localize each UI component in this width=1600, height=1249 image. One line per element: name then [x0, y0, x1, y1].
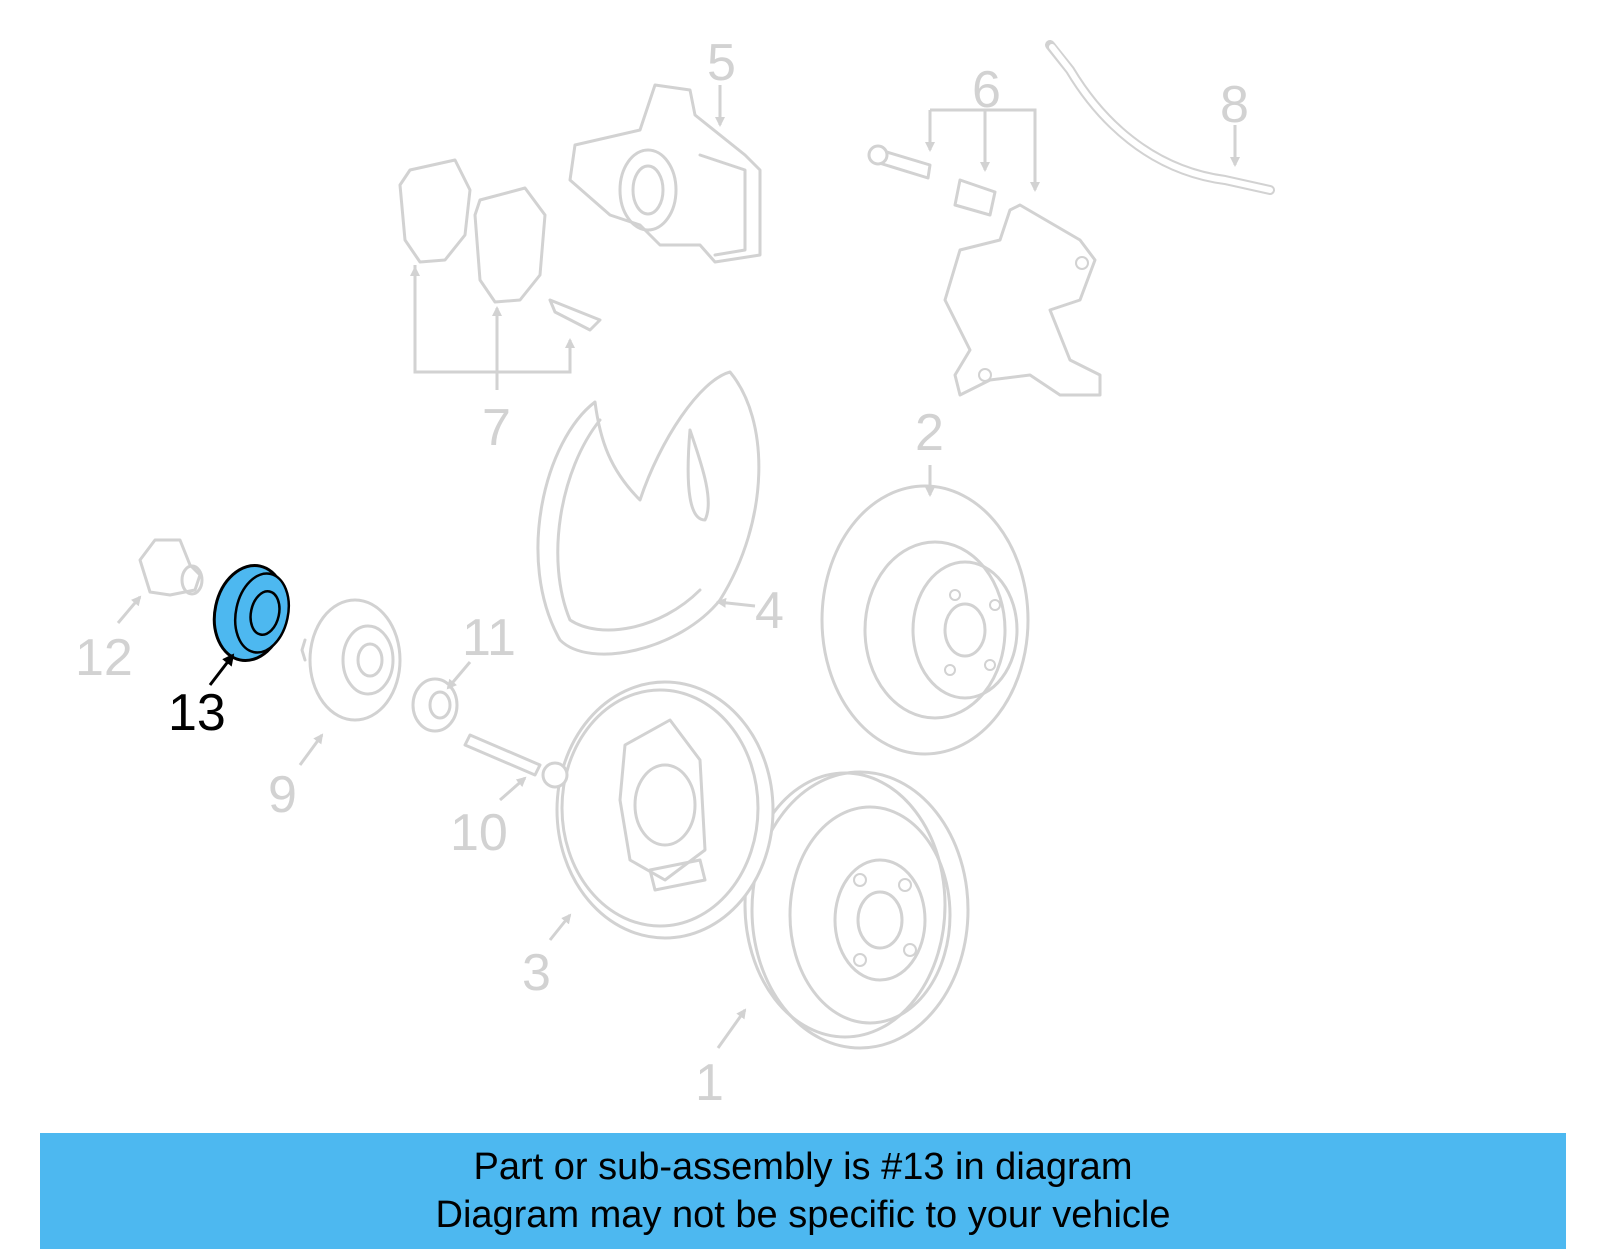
- label-13: 13: [168, 684, 226, 742]
- label-2: 2: [915, 404, 944, 462]
- part-11-hub-nut[interactable]: [411, 677, 459, 733]
- part-1-brake-drum[interactable]: [743, 770, 970, 1050]
- label-3: 3: [522, 944, 551, 1002]
- part-12-dust-cap[interactable]: [138, 538, 204, 597]
- part-9-wheel-hub[interactable]: [300, 598, 402, 722]
- part-5-caliper[interactable]: [568, 83, 762, 264]
- info-banner: Part or sub-assembly is #13 in diagram D…: [40, 1133, 1566, 1249]
- part-3-backing-plate[interactable]: [555, 680, 775, 940]
- label-4: 4: [755, 582, 784, 640]
- part-2-brake-rotor[interactable]: [820, 484, 1030, 756]
- label-7: 8: [1220, 76, 1249, 134]
- part-4-dust-shield[interactable]: [536, 370, 761, 656]
- label-12: 12: [75, 629, 133, 687]
- part-13-wheel-bearing-highlighted[interactable]: [206, 559, 296, 667]
- label-5: 5: [707, 34, 736, 92]
- label-10: 10: [450, 804, 508, 862]
- label-11: 11: [462, 609, 516, 667]
- part-7-brake-pads[interactable]: [398, 158, 602, 332]
- label-8: 7: [482, 399, 511, 457]
- banner-line-2: Diagram may not be specific to your vehi…: [435, 1194, 1171, 1236]
- label-9: 9: [268, 766, 297, 824]
- part-6-caliper-bracket-hardware[interactable]: [867, 144, 1102, 397]
- banner-line-1: Part or sub-assembly is #13 in diagram: [473, 1146, 1133, 1188]
- label-1: 1: [695, 1054, 724, 1112]
- part-8-brake-hose[interactable]: [1045, 40, 1275, 195]
- part-10-hub-bolt[interactable]: [463, 733, 569, 789]
- label-6: 6: [972, 61, 1001, 119]
